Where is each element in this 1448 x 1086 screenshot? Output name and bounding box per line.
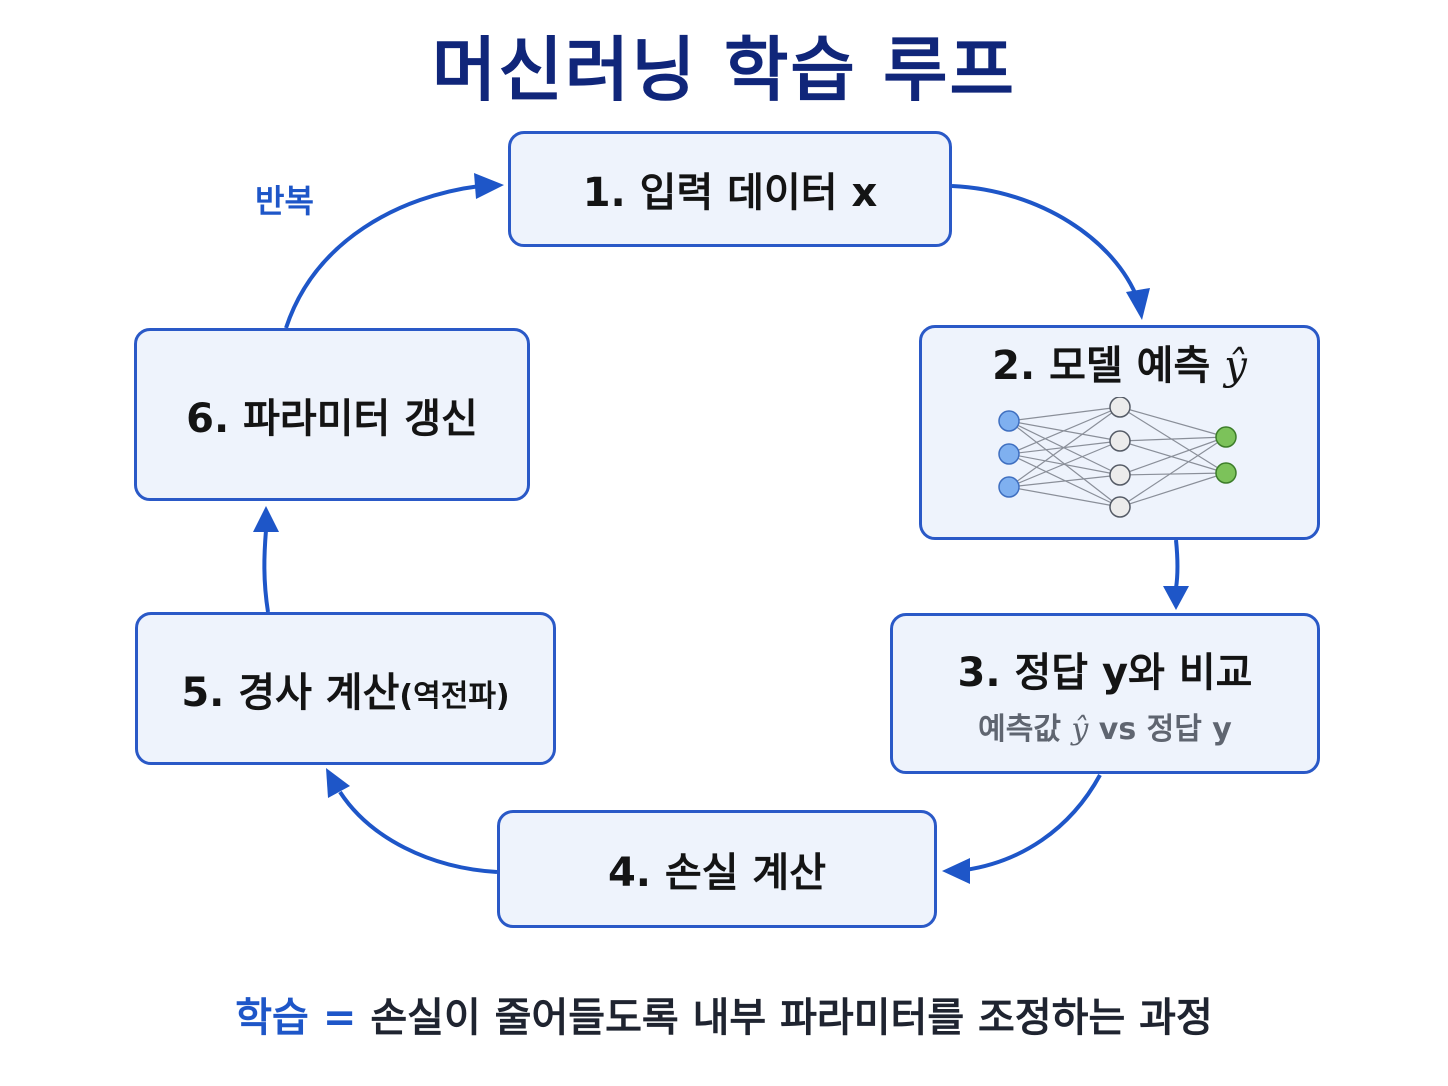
step-compare-label: 3. 정답 y와 비교 [957, 649, 1253, 696]
step-compare-sub-prefix: 예측값 [978, 711, 1061, 747]
arrow-loss-to-gradient [338, 790, 498, 874]
step-loss-label: 4. 손실 계산 [607, 850, 827, 896]
step-loss: 4. 손실 계산 [497, 810, 937, 928]
arrow-predict-to-compare [1174, 539, 1180, 589]
arrow-head-gradient [326, 768, 350, 798]
nn-input-nodes [997, 409, 1020, 498]
page-title: 머신러닝 학습 루프 [432, 29, 1016, 111]
arrow-gradient-to-update [262, 529, 270, 613]
arrow-input-to-predict [951, 184, 1140, 301]
arrow-update-to-input [284, 184, 481, 329]
arrow-head-predict [1126, 288, 1150, 320]
step-compare-sub-suffix: vs 정답 y [1098, 711, 1232, 747]
arrow-head-loss [942, 858, 970, 884]
footer-key-term: 학습 [235, 995, 309, 1041]
step-gradient: 5. 경사 계산(역전파) [135, 612, 556, 765]
nn-connections [1008, 405, 1226, 508]
step-compare-subtitle: 예측값 ŷ vs 정답 y [978, 704, 1232, 748]
step-compare: 3. 정답 y와 비교 예측값 ŷ vs 정답 y [890, 613, 1320, 774]
step-gradient-text: 5. 경사 계산 [181, 669, 400, 716]
step-gradient-label: 5. 경사 계산(역전파) [181, 660, 509, 718]
step-input-data-label: 1. 입력 데이터 x [582, 170, 878, 216]
y-hat-symbol-small: ŷ [1071, 711, 1089, 747]
definition-footer: 학습 = 손실이 줄어들도록 내부 파라미터를 조정하는 과정 [0, 985, 1448, 1043]
step-model-predict-label: 2. 모델 예측 ŷ [992, 333, 1247, 391]
arrow-head-update [253, 506, 279, 532]
footer-definition: 손실이 줄어들도록 내부 파라미터를 조정하는 과정 [370, 995, 1213, 1041]
neural-network-icon [997, 396, 1237, 518]
step-gradient-note: (역전파) [399, 678, 510, 714]
step-model-predict: 2. 모델 예측 ŷ [919, 325, 1320, 540]
arrow-compare-to-loss [964, 774, 1102, 872]
step-update-label: 6. 파라미터 갱신 [186, 395, 478, 442]
arrow-head-compare [1163, 586, 1189, 610]
arrow-head-input [474, 173, 504, 199]
step-model-predict-text: 2. 모델 예측 [992, 342, 1211, 389]
repeat-label: 반복 [255, 182, 314, 220]
step-input-data: 1. 입력 데이터 x [508, 131, 952, 247]
y-hat-symbol: ŷ [1224, 342, 1247, 389]
nn-hidden-nodes [1108, 396, 1131, 518]
footer-equals: = [322, 995, 357, 1041]
step-update: 6. 파라미터 갱신 [134, 328, 530, 501]
nn-output-nodes [1214, 425, 1237, 484]
